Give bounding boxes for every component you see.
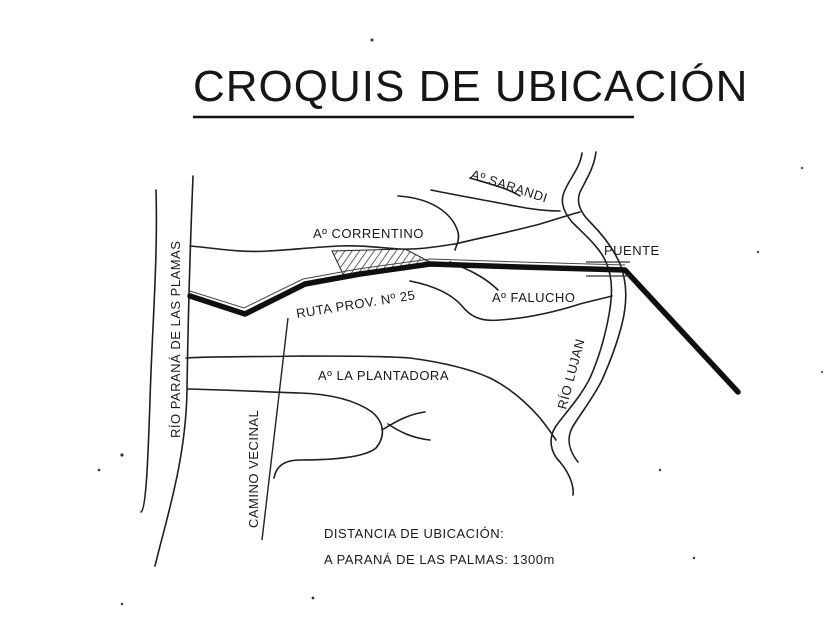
scan-speck — [120, 602, 124, 606]
arroyo-sarandi — [430, 189, 561, 212]
label-puente: PUENTE — [604, 243, 660, 258]
scan-speck — [311, 596, 315, 600]
arroyo-plantadora-branch-1 — [381, 411, 426, 431]
rio-lujan-east-bank — [568, 151, 627, 463]
rio-lujan-west-bank — [550, 152, 613, 496]
ruta-provincial-25 — [187, 261, 741, 395]
camino-vecinal-line — [261, 317, 289, 541]
arroyo-plantadora-branch-2 — [387, 423, 431, 441]
arroyo-plantadora-north — [185, 355, 557, 441]
label-arroyo-falucho: Aº FALUCHO — [492, 290, 575, 305]
label-ruta-provincial: RUTA PROV. Nº 25 — [295, 287, 416, 321]
rio-parana-left-bank — [140, 189, 158, 513]
arroyo-plantadora-south — [187, 388, 384, 479]
scan-speck — [800, 166, 804, 170]
arroyo-correntino-branch — [397, 195, 460, 251]
label-arroyo-plantadora: Aº LA PLANTADORA — [318, 368, 449, 383]
scan-speck — [97, 468, 101, 472]
scan-speck — [756, 250, 760, 254]
arroyo-correntino-east — [454, 211, 581, 245]
map-title: CROQUIS DE UBICACIÓN — [193, 62, 748, 111]
scan-speck — [370, 38, 374, 42]
puente-marker — [586, 261, 630, 277]
rio-parana-right-bank — [154, 175, 194, 567]
note-line-1: DISTANCIA DE UBICACIÓN: — [324, 526, 504, 541]
arroyo-correntino-north — [189, 243, 456, 253]
label-arroyo-correntino: Aº CORRENTINO — [313, 226, 424, 241]
label-camino-vecinal: CAMINO VECINAL — [246, 410, 261, 528]
note-line-2: A PARANÁ DE LAS PALMAS: 1300m — [324, 552, 555, 567]
scan-speck — [692, 556, 696, 560]
label-rio-lujan: RÍO LUJAN — [554, 337, 587, 411]
arroyo-falucho — [409, 280, 613, 322]
scan-speck — [658, 468, 662, 472]
label-rio-parana: RÍO PARANÁ DE LAS PLAMAS — [168, 241, 183, 438]
arroyo-sarandi-branch — [469, 177, 521, 197]
scan-speck — [120, 453, 124, 457]
scan-speck — [821, 371, 823, 373]
ruta-guide-line — [189, 258, 626, 309]
